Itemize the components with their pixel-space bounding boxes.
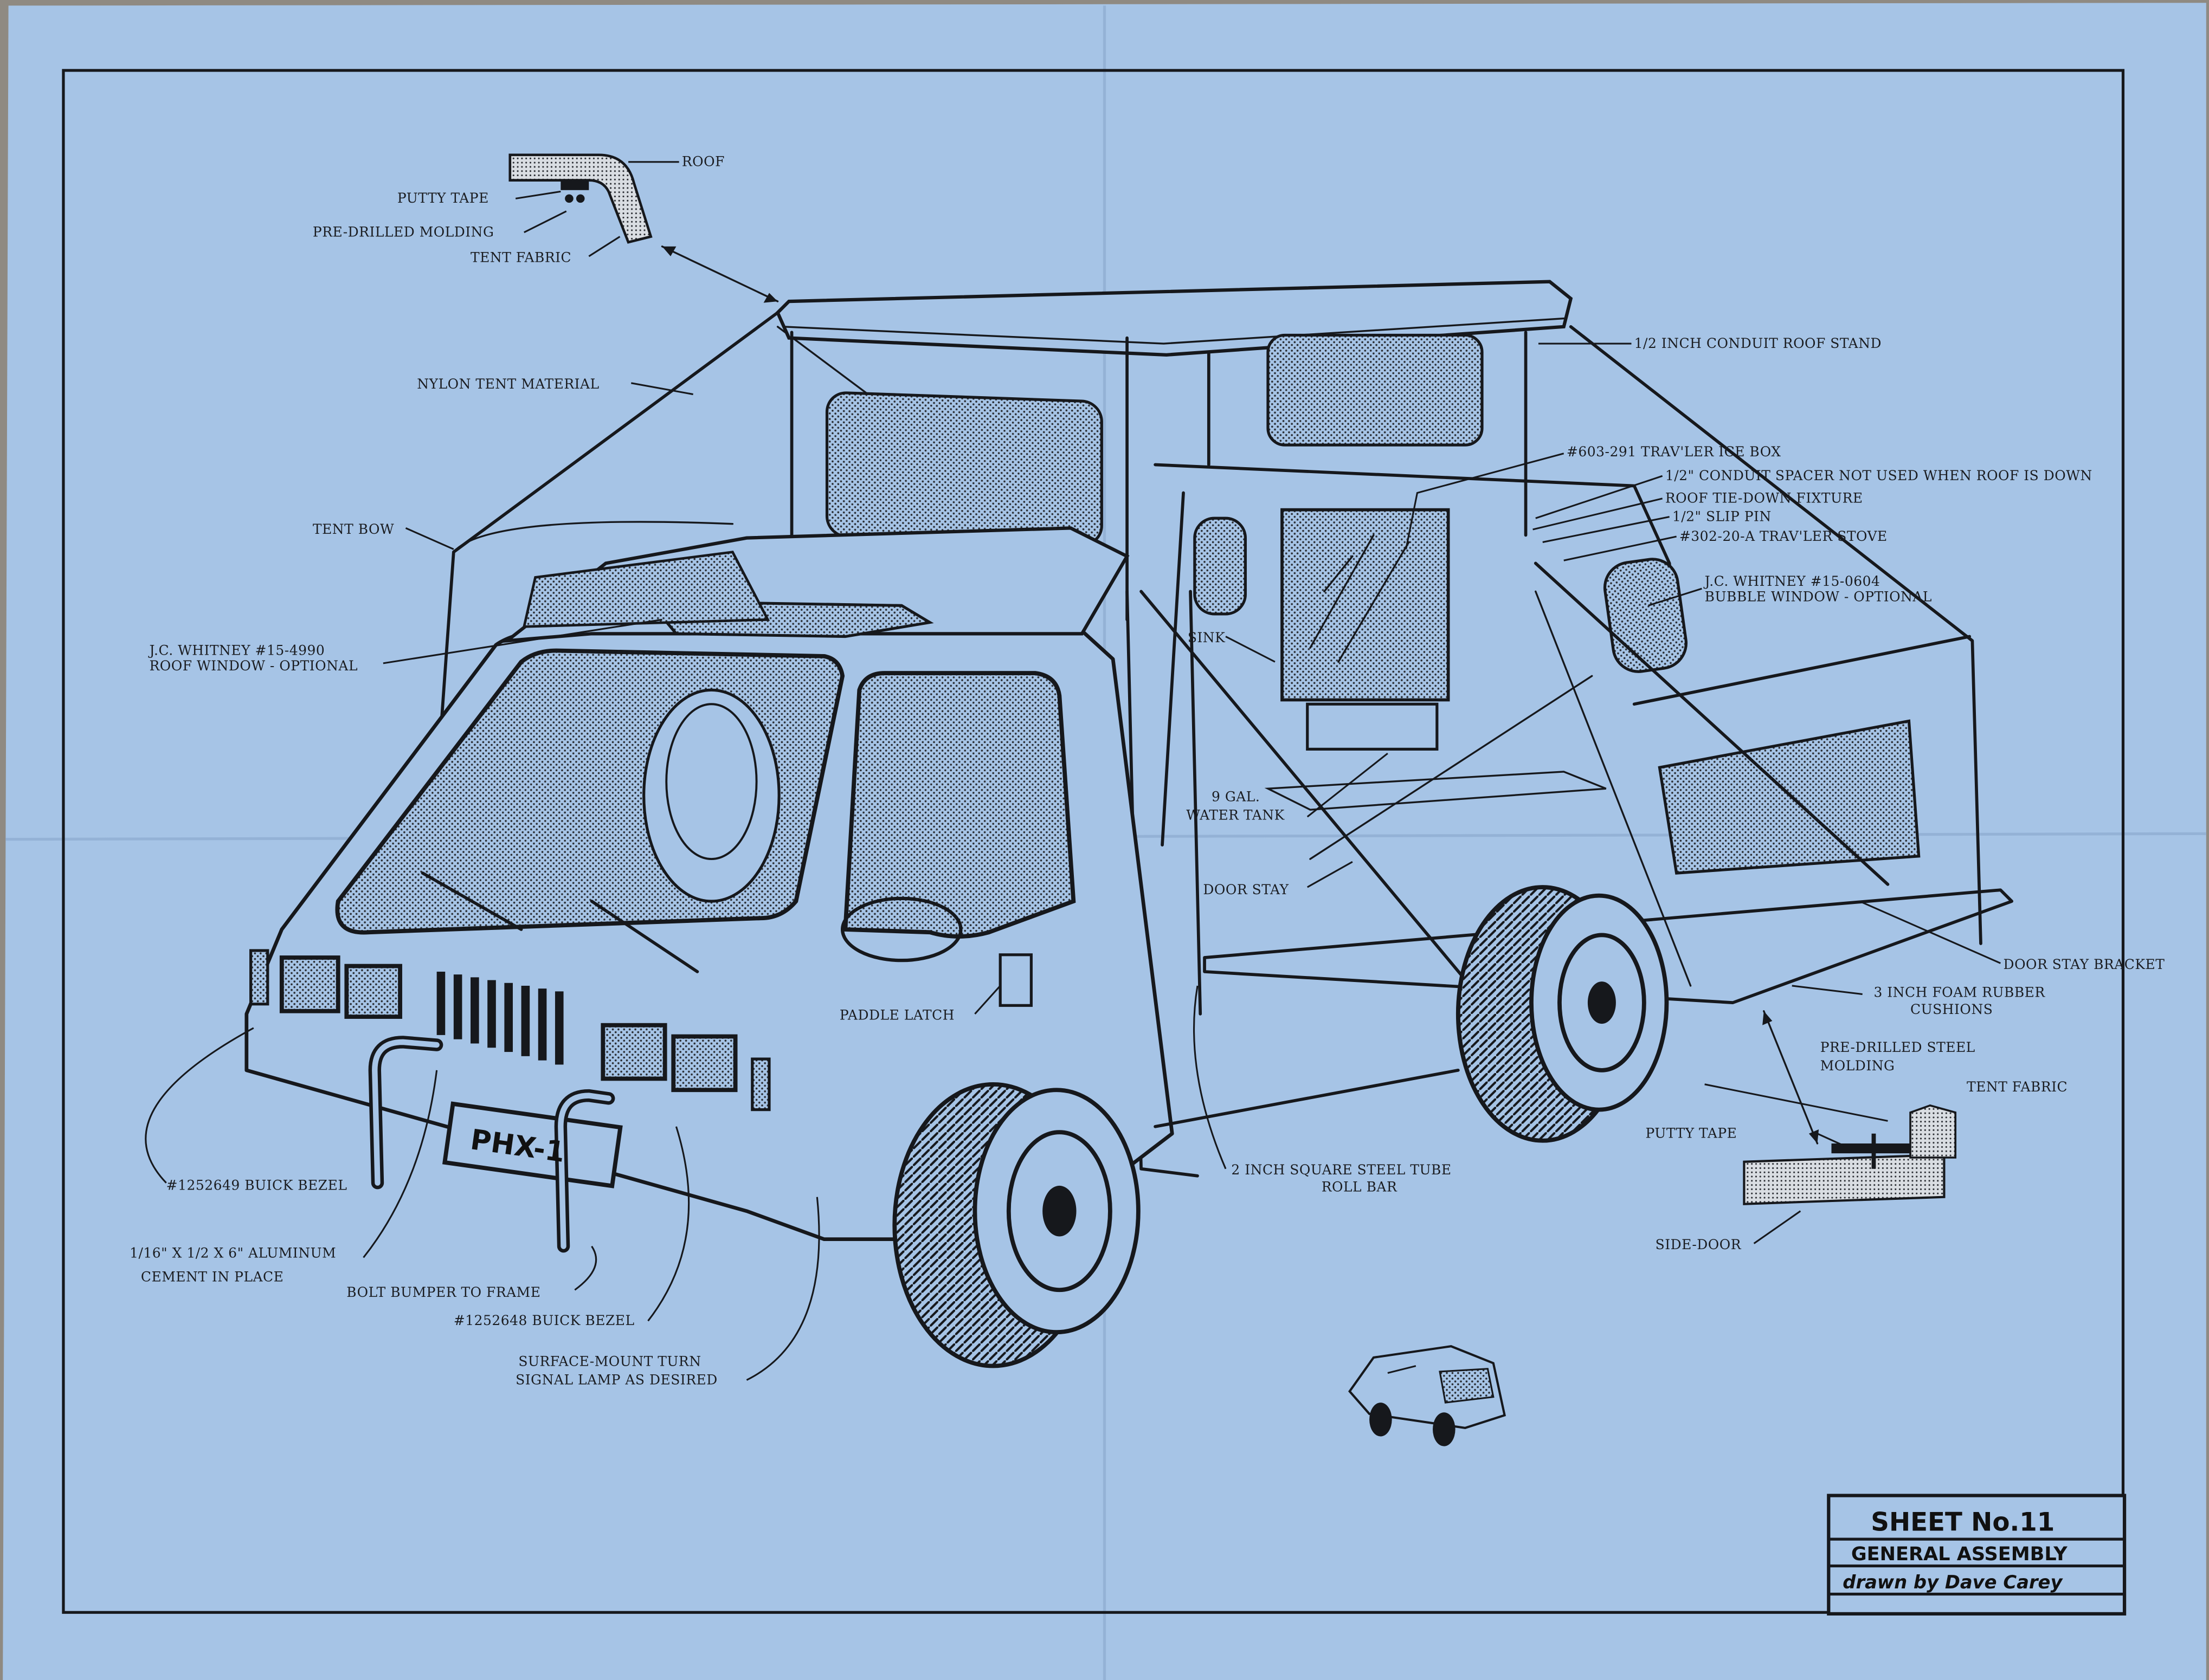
label-tent-fabric-bottom: TENT FABRIC [1967,1079,2068,1095]
leader-pre-drilled-molding [524,210,567,234]
label-turn-signal-line2: SIGNAL LAMP AS DESIRED [516,1372,718,1387]
sheet-author: drawn by Dave Carey [1843,1572,2063,1593]
label-slip-pin: 1/2" SLIP PIN [1672,508,1772,524]
label-tent-bow: TENT BOW [313,521,394,537]
title-block [1827,1494,2127,1616]
label-turn-signal-line1: SURFACE-MOUNT TURN [518,1354,701,1369]
label-buick-bezel-1252648: #1252648 BUICK BEZEL [454,1313,635,1328]
label-roof: ROOF [682,154,725,170]
label-side-door: SIDE-DOOR [1656,1237,1742,1252]
label-bubble-window-line1: J.C. WHITNEY #15-0604 [1703,573,1880,589]
leader-putty-tape-top [515,190,561,199]
label-pre-drilled-steel-line2: MOLDING [1820,1058,1895,1074]
sheet-number: SHEET No.11 [1871,1508,2055,1537]
label-aluminum-line2: CEMENT IN PLACE [141,1269,284,1285]
label-door-stay-bracket: DOOR STAY BRACKET [2004,957,2165,972]
label-bolt-bumper: BOLT BUMPER TO FRAME [346,1284,540,1300]
roof-section-detail [508,153,653,244]
label-bubble-window-line2: BUBBLE WINDOW - OPTIONAL [1705,589,1932,605]
label-roof-window-line2: ROOF WINDOW - OPTIONAL [149,658,358,674]
label-aluminum-line1: 1/16" X 1/2 X 6" ALUMINUM [130,1245,336,1261]
label-foam-cushions-line2: CUSHIONS [1910,1001,1993,1017]
label-foam-cushions-line1: 3 INCH FOAM RUBBER [1873,985,2045,1000]
label-tent-fabric-top: TENT FABRIC [471,249,571,265]
thumbnail-vehicle [1348,1345,1506,1446]
label-roof-window-line1: J.C. WHITNEY #15-4990 [147,642,325,658]
label-conduit-roof-stand: 1/2 INCH CONDUIT ROOF STAND [1634,335,1882,351]
label-conduit-spacer: 1/2" CONDUIT SPACER NOT USED WHEN ROOF I… [1665,468,2092,483]
label-pre-drilled-steel-line1: PRE-DRILLED STEEL [1820,1039,1975,1055]
truck-illustration [244,280,2014,1368]
label-paddle-latch: PADDLE LATCH [840,1007,955,1023]
drawing-border [62,69,2125,1614]
label-pre-drilled-molding: PRE-DRILLED MOLDING [313,224,494,240]
sheet-title: GENERAL ASSEMBLY [1851,1543,2068,1565]
arrow-roof-detail [661,245,779,302]
label-putty-tape-bottom: PUTTY TAPE [1645,1126,1737,1141]
side-door-section-detail [1743,1104,1957,1205]
label-buick-bezel-1252649: #1252649 BUICK BEZEL [166,1178,347,1193]
label-water-tank-line2: WATER TANK [1186,807,1285,823]
leader-lines [145,343,2001,1381]
label-ice-box: #603-291 TRAV'LER ICE BOX [1567,444,1781,460]
label-putty-tape-top: PUTTY TAPE [397,190,489,206]
label-roll-bar-line1: 2 INCH SQUARE STEEL TUBE [1231,1162,1451,1178]
arrow-side-door-detail [1763,1010,1819,1145]
label-stove: #302-20-A TRAV'LER STOVE [1679,528,1888,544]
label-roof-tie-down: ROOF TIE-DOWN FIXTURE [1665,490,1863,506]
label-sink: SINK [1188,630,1225,645]
label-nylon-tent-material: NYLON TENT MATERIAL [417,376,599,392]
label-door-stay: DOOR STAY [1203,882,1289,897]
leader-tent-fabric-top [588,236,621,257]
label-water-tank-line1: 9 GAL. [1212,789,1260,805]
label-roll-bar-line2: ROLL BAR [1322,1179,1397,1194]
